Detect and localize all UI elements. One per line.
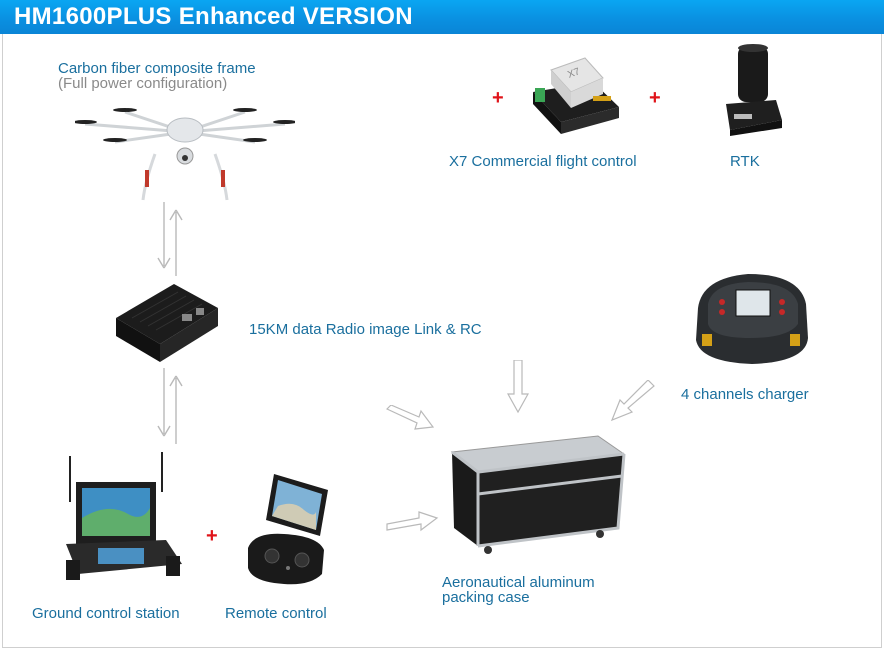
flight-control-image: X7 [533, 57, 619, 134]
header-banner: HM1600PLUS Enhanced VERSION [0, 0, 884, 34]
radio-module-image [116, 284, 218, 362]
drone-image [75, 108, 295, 201]
double-arrow-icon [157, 202, 183, 276]
plus-sign: + [206, 525, 218, 547]
packing-case-image [450, 435, 626, 554]
double-arrow-icon [157, 368, 183, 444]
rtk-label: RTK [730, 153, 760, 170]
radio-label: 15KM data Radio image Link & RC [249, 321, 482, 338]
arrow-right-icon [385, 405, 435, 430]
arrow-down-left-icon [610, 380, 655, 422]
flight-control-label: X7 Commercial flight control [449, 153, 637, 170]
rtk-image [726, 44, 782, 136]
frame-label: Carbon fiber composite frame [58, 60, 256, 77]
plus-sign: + [492, 87, 504, 109]
ground-station-label: Ground control station [32, 605, 180, 622]
content-frame [2, 34, 882, 648]
case-label-line1: Aeronautical aluminum [442, 574, 595, 591]
remote-control-image [248, 474, 328, 585]
frame-sublabel: (Full power configuration) [58, 75, 228, 92]
arrow-right-icon [386, 511, 439, 532]
charger-image [696, 274, 808, 364]
charger-label: 4 channels charger [681, 386, 809, 403]
remote-control-label: Remote control [225, 605, 327, 622]
plus-sign: + [649, 87, 661, 109]
page-title: HM1600PLUS Enhanced VERSION [14, 3, 413, 30]
arrow-down-icon [507, 360, 529, 414]
x7-device-text: X7 [566, 66, 582, 81]
case-label-line2: packing case [442, 589, 530, 606]
ground-station-image [66, 452, 182, 580]
